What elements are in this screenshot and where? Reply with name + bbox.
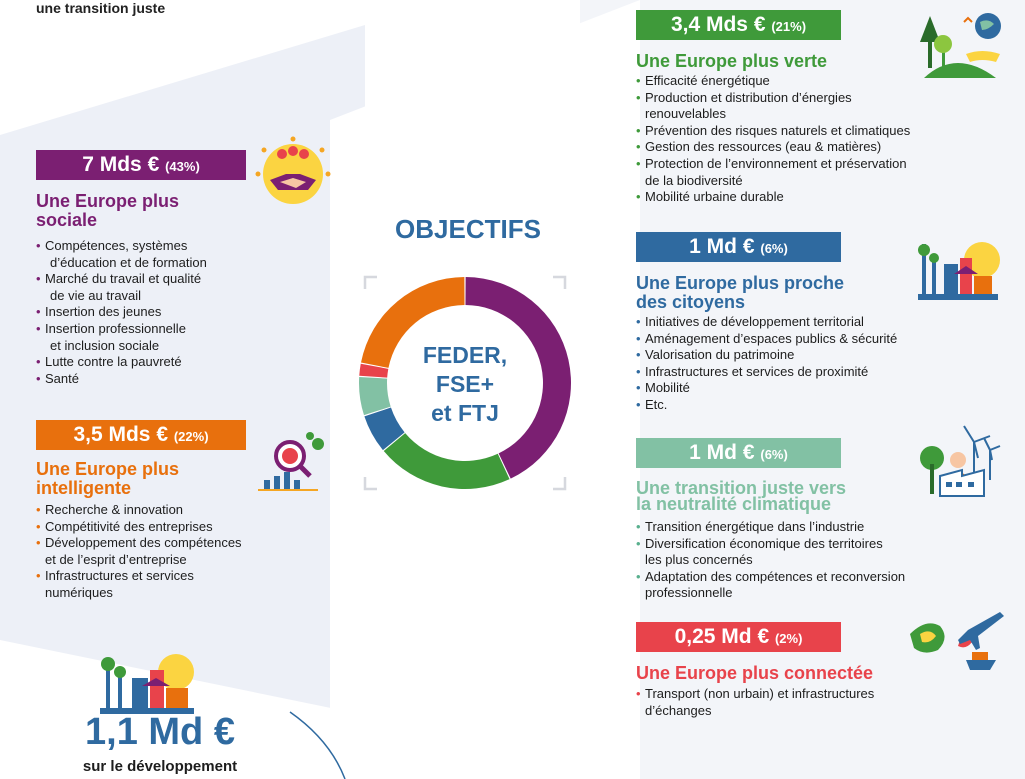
fund-line-2: FSE+	[436, 371, 494, 397]
bottom-caption: sur le développement	[82, 758, 238, 775]
list-item: Valorisation du patrimoine	[636, 347, 1016, 364]
list-citoyens: Initiatives de développement territorial…	[636, 314, 1016, 414]
amount-percent: (6%)	[760, 241, 788, 256]
corner-mark	[363, 477, 377, 491]
list-item: de la biodiversité	[645, 172, 743, 188]
donut-slice-1	[383, 433, 510, 489]
donut-slice-2	[364, 407, 405, 451]
list-item: Infrastructures et services de proximité	[636, 364, 1016, 381]
list-item: Initiatives de développement territorial	[636, 314, 1016, 331]
list-item: Diversification économique des territoir…	[636, 536, 1016, 553]
village-houses-icon	[100, 654, 194, 714]
amount-badge-transition: 1 Md € (6%)	[636, 438, 841, 468]
section-title-connectee: Une Europe plus connectée	[636, 663, 874, 683]
magnifier-chart-icon	[258, 432, 324, 491]
corner-mark	[553, 477, 567, 491]
title-line: Une Europe plus proche	[636, 273, 845, 293]
corner-mark	[363, 275, 377, 289]
title-line: Une transition juste vers	[636, 478, 847, 498]
amount-value: 1 Md €	[689, 235, 755, 258]
objectifs-title: OBJECTIFS	[395, 214, 541, 244]
amount-percent: (6%)	[760, 447, 788, 462]
list-item: Mobilité	[636, 380, 1016, 397]
list-item: Marché du travail et qualité	[36, 271, 296, 288]
title-line: sociale	[36, 210, 98, 230]
plane-boat-map-icon	[910, 612, 1004, 670]
list-item: et de l’esprit d’entreprise	[45, 551, 187, 567]
title-line: la neutralité climatique	[636, 494, 832, 514]
fund-line-1: FEDER,	[423, 342, 507, 368]
list-item: Insertion des jeunes	[36, 304, 296, 321]
list-item: Mobilité urbaine durable	[636, 189, 1016, 206]
section-title-citoyens: Une Europe plus proche des citoyens	[636, 274, 844, 312]
donut-slice-4	[359, 363, 389, 378]
fund-line-3: et FTJ	[431, 400, 499, 426]
list-connectee: Transport (non urbain) et infrastructure…	[636, 686, 1016, 719]
list-item: Compétitivité des entreprises	[36, 519, 326, 536]
village-houses-icon	[918, 242, 1000, 300]
list-intelligente: Recherche & innovation Compétitivité des…	[36, 502, 326, 602]
list-item: Santé	[36, 371, 296, 388]
list-item: Infrastructures et services	[36, 568, 326, 585]
amount-percent: (22%)	[173, 429, 209, 444]
list-item: professionnelle	[645, 585, 733, 601]
list-item: de vie au travail	[50, 287, 142, 303]
list-item: Production et distribution d’énergies	[636, 90, 1016, 107]
list-item: Efficacité énergétique	[636, 73, 1016, 90]
funds-donut-chart: FEDER, FSE+ et FTJ	[359, 275, 571, 491]
list-item: d’éducation et de formation	[50, 254, 207, 270]
section-title-intelligente: Une Europe plus intelligente	[36, 460, 179, 498]
amount-value: 7 Mds €	[82, 153, 160, 176]
amount-badge-citoyens: 1 Md € (6%)	[636, 232, 841, 262]
list-item: Adaptation des compétences et reconversi…	[636, 569, 1016, 586]
section-title-sociale: Une Europe plus sociale	[36, 192, 179, 230]
list-item: Recherche & innovation	[36, 502, 326, 519]
list-item: Prévention des risques naturels et clima…	[636, 123, 1016, 140]
list-item: Transition énergétique dans l’industrie	[636, 519, 1016, 536]
donut-slice-5	[360, 277, 465, 368]
title-line: des citoyens	[636, 292, 746, 312]
list-item: Protection de l’environnement et préserv…	[636, 156, 1016, 173]
title-line: Une Europe plus	[36, 459, 180, 479]
list-item: les plus concernés	[645, 552, 753, 568]
list-item: Transport (non urbain) et infrastructure…	[636, 686, 1016, 703]
donut-slice-3	[359, 376, 391, 416]
amount-badge-connectee: 0,25 Md € (2%)	[636, 622, 841, 652]
bottom-big-amount: 1,1 Md €	[85, 711, 235, 753]
title-line: intelligente	[36, 478, 132, 498]
amount-percent: (21%)	[771, 19, 807, 34]
trees-hand-globe-icon	[920, 13, 1001, 78]
amount-value: 3,5 Mds €	[73, 423, 168, 446]
amount-percent: (43%)	[165, 159, 200, 174]
list-item: Gestion des ressources (eau & matières)	[636, 139, 1016, 156]
section-title-verte: Une Europe plus verte	[636, 51, 828, 71]
amount-badge-sociale: 7 Mds € (43%)	[36, 150, 246, 180]
list-item: Développement des compétences	[36, 535, 326, 552]
list-item: numériques	[45, 584, 113, 600]
list-item: et inclusion sociale	[50, 337, 160, 353]
list-item: Compétences, systèmes	[36, 238, 296, 255]
list-item: renouvelables	[645, 106, 726, 122]
list-transition: Transition énergétique dans l’industrie …	[636, 519, 1016, 602]
list-item: Insertion professionnelle	[36, 321, 296, 338]
title-line: Une Europe plus	[36, 191, 180, 211]
amount-percent: (2%)	[774, 631, 803, 646]
list-item: d’échanges	[645, 702, 712, 718]
amount-badge-verte: 3,4 Mds € (21%)	[636, 10, 841, 40]
amount-badge-intelligente: 3,5 Mds € (22%)	[36, 420, 246, 450]
amount-value: 1 Md €	[689, 441, 755, 464]
list-sociale: Compétences, systèmes d’éducation et de …	[36, 238, 296, 387]
list-item: Etc.	[636, 397, 1016, 414]
corner-mark	[553, 275, 567, 289]
section-title-transition: Une transition juste vers la neutralité …	[636, 479, 846, 514]
factory-windmill-icon	[920, 425, 1001, 497]
amount-value: 3,4 Mds €	[670, 13, 766, 36]
list-verte: Efficacité énergétique Production et dis…	[636, 73, 1016, 206]
amount-value: 0,25 Md €	[674, 625, 770, 648]
list-item: Lutte contre la pauvreté	[36, 354, 296, 371]
donut-slice-0	[465, 277, 571, 479]
list-item: Aménagement d’espaces publics & sécurité	[636, 331, 1016, 348]
handshake-people-icon	[255, 136, 331, 204]
header-text: une transition juste	[36, 0, 166, 16]
